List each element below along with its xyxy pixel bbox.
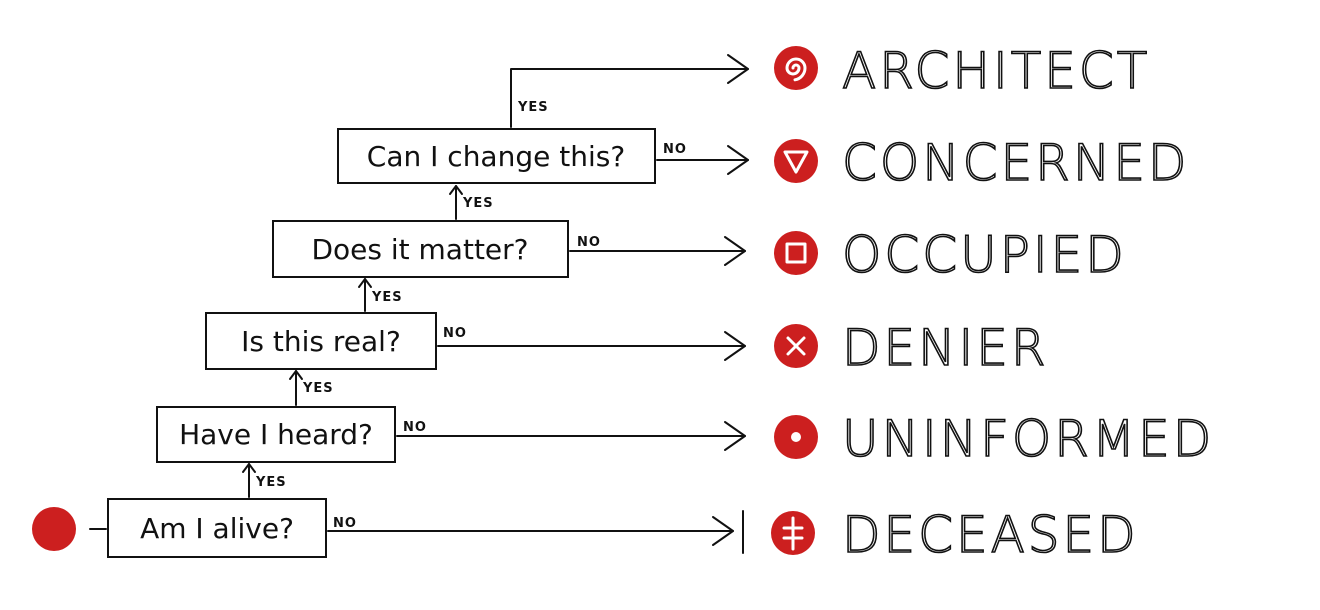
yes-connector-3: YES (358, 278, 403, 312)
yes-connector-1: YES (242, 463, 287, 498)
question-text: Does it matter? (311, 233, 528, 266)
no-label: NO (577, 235, 601, 250)
question-can-i-change-this: Can I change this? (337, 128, 656, 184)
spiral-icon (774, 46, 818, 90)
yes-label: YES (462, 196, 494, 211)
outcome-occupied: OCCUPIED (842, 226, 1127, 284)
dagger-icon (771, 511, 815, 555)
yes-label: YES (255, 475, 287, 490)
question-is-this-real: Is this real? (205, 312, 437, 370)
x-icon (774, 324, 818, 368)
no-connector-heard: NO (396, 420, 746, 451)
yes-connector-5: YES (510, 54, 749, 128)
no-connector-change: NO (656, 142, 749, 175)
question-am-i-alive: Am I alive? (107, 498, 327, 558)
no-connector-matter: NO (569, 235, 746, 266)
square-icon (774, 231, 818, 275)
outcome-uninformed: UNINFORMED (842, 410, 1214, 468)
no-connector-alive: NO (327, 510, 744, 554)
no-label: NO (663, 142, 687, 157)
yes-connector-4: YES (449, 185, 494, 220)
yes-label: YES (302, 381, 334, 396)
start-node (32, 507, 76, 551)
question-does-it-matter: Does it matter? (272, 220, 569, 278)
question-text: Is this real? (241, 325, 401, 358)
yes-label: YES (371, 290, 403, 305)
no-label: NO (443, 326, 467, 341)
no-connector-real: NO (437, 326, 746, 361)
question-have-i-heard: Have I heard? (156, 406, 396, 463)
outcome-concerned: CONCERNED (842, 134, 1189, 192)
yes-connector-2: YES (289, 370, 334, 406)
outcome-denier: DENIER (842, 319, 1049, 377)
no-label: NO (333, 516, 357, 531)
question-text: Am I alive? (140, 512, 294, 545)
triangle-down-icon (774, 139, 818, 183)
no-label: NO (403, 420, 427, 435)
yes-label: YES (517, 100, 549, 115)
question-text: Have I heard? (179, 418, 373, 451)
outcome-deceased: DECEASED (842, 506, 1139, 564)
dot-icon (774, 415, 818, 459)
question-text: Can I change this? (367, 140, 625, 173)
outcome-architect: ARCHITECT (842, 42, 1150, 100)
